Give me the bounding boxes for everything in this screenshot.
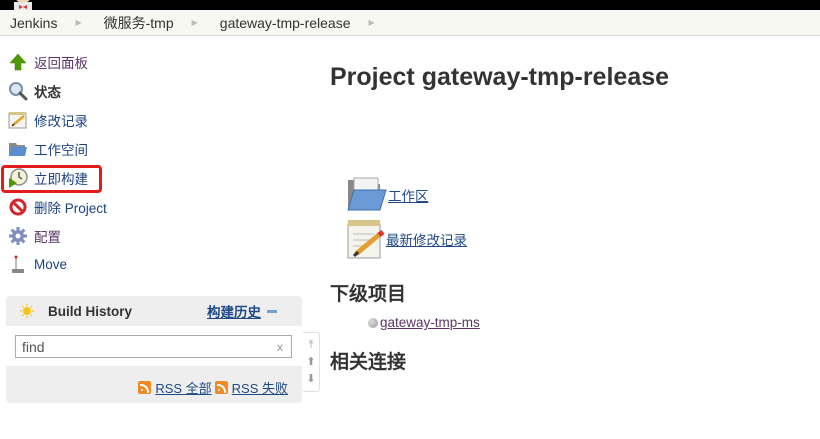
rss-failed-link[interactable]: RSS 失败 <box>214 378 288 397</box>
build-trend-link[interactable]: 构建历史 <box>207 305 261 320</box>
breadcrumb-link[interactable]: 微服务-tmp <box>103 14 174 31</box>
sun-weather-icon <box>20 304 34 318</box>
rss-failed-label: RSS 失败 <box>231 381 288 396</box>
build-search-input[interactable]: find x <box>15 335 292 358</box>
task-label: 工作空间 <box>34 142 88 158</box>
scroll-top-icon[interactable]: ⤒ <box>308 339 314 351</box>
task-label: 配置 <box>34 229 61 245</box>
build-history-title: Build History <box>48 303 133 319</box>
task-label: 删除 Project <box>34 200 107 216</box>
clock-build-icon <box>8 167 28 188</box>
breadcrumb: Jenkins ▶ 微服务-tmp ▶ gateway-tmp-release … <box>0 10 820 36</box>
task-build-now[interactable]: 立即构建 <box>0 163 300 192</box>
search-icon <box>8 81 28 101</box>
chevron-right-icon[interactable]: ▶ <box>191 18 198 27</box>
side-panel-tasks: 返回面板 状态 修改记录 工作空间 立即构建 删除 Project 配置 <box>0 47 300 279</box>
workspace-entry: 工作区 <box>344 176 429 214</box>
folder-icon <box>8 139 28 159</box>
task-configure[interactable]: 配置 <box>0 221 300 250</box>
highlight-annotation <box>1 165 102 193</box>
downstream-projects-heading: 下级项目 <box>330 284 407 305</box>
task-label: 返回面板 <box>34 55 88 71</box>
build-history-widget: Build History 构建历史 find x RSS 全部 RSS 失败 <box>6 296 302 403</box>
scroll-down-icon[interactable]: ⬇ <box>306 373 316 385</box>
breadcrumb-item-project[interactable]: gateway-tmp-release ▶ <box>210 15 387 31</box>
rss-icon <box>138 381 152 394</box>
rss-all-label: RSS 全部 <box>155 381 212 396</box>
rss-icon <box>214 381 228 394</box>
clear-search-button[interactable]: x <box>277 339 283 354</box>
chevron-right-icon[interactable]: ▶ <box>75 18 82 27</box>
no-entry-icon <box>8 197 28 217</box>
task-label: 修改记录 <box>34 113 88 129</box>
scroll-up-icon[interactable]: ⬆ <box>306 356 316 368</box>
task-back-to-dashboard[interactable]: 返回面板 <box>0 47 300 76</box>
collapse-icon[interactable] <box>267 309 277 313</box>
notepad-icon <box>8 110 28 130</box>
breadcrumb-item-folder[interactable]: 微服务-tmp ▶ <box>94 13 210 33</box>
build-history-scroll-controls: ⤒ ⬆ ⬇ <box>303 332 320 392</box>
gear-icon <box>8 226 28 246</box>
move-icon <box>8 255 28 275</box>
folder-icon[interactable] <box>344 176 388 214</box>
search-value: find <box>22 338 45 355</box>
up-arrow-icon <box>8 52 28 72</box>
related-links-heading: 相关连接 <box>330 352 407 373</box>
breadcrumb-item-jenkins[interactable]: Jenkins ▶ <box>0 15 94 31</box>
build-history-header: Build History 构建历史 <box>6 296 302 326</box>
jenkins-logo-icon[interactable] <box>8 0 38 10</box>
task-status[interactable]: 状态 <box>0 76 300 105</box>
page-title: Project gateway-tmp-release <box>330 63 670 91</box>
changes-entry: 最新修改记录 <box>346 218 467 260</box>
task-workspace[interactable]: 工作空间 <box>0 134 300 163</box>
breadcrumb-link[interactable]: Jenkins <box>10 14 58 31</box>
task-delete-project[interactable]: 删除 Project <box>0 192 300 221</box>
build-history-search-area: find x <box>6 326 302 366</box>
rss-links: RSS 全部 RSS 失败 <box>6 366 302 397</box>
breadcrumb-link[interactable]: gateway-tmp-release <box>219 14 351 31</box>
downstream-project-link[interactable]: gateway-tmp-ms <box>380 315 480 330</box>
header-bar <box>0 0 820 10</box>
rss-all-link[interactable]: RSS 全部 <box>138 378 212 397</box>
task-move[interactable]: Move <box>0 250 300 279</box>
downstream-project-item: gateway-tmp-ms <box>368 315 480 330</box>
task-changes[interactable]: 修改记录 <box>0 105 300 134</box>
recent-changes-link[interactable]: 最新修改记录 <box>386 233 467 248</box>
notepad-icon[interactable] <box>346 218 386 260</box>
chevron-right-icon[interactable]: ▶ <box>368 18 375 27</box>
task-label: Move <box>34 257 68 272</box>
task-label: 立即构建 <box>34 171 88 187</box>
workspace-link[interactable]: 工作区 <box>388 189 429 204</box>
status-ball-icon <box>368 317 378 328</box>
task-label: 状态 <box>34 84 61 100</box>
